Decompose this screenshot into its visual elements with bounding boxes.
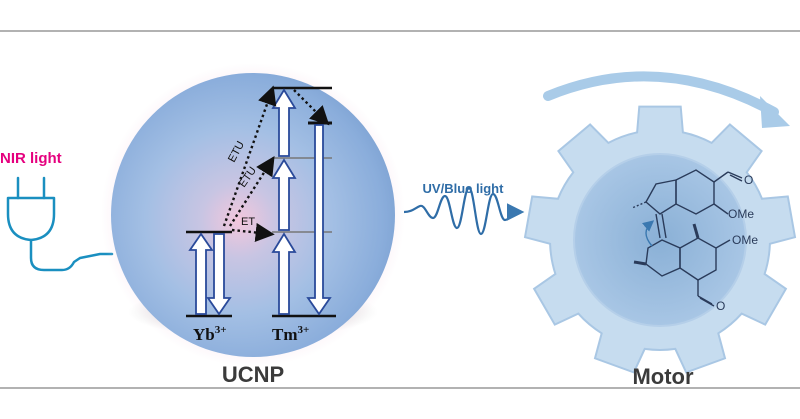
relax-arrow: [293, 89, 330, 126]
ucnp-sphere: [111, 73, 395, 357]
rotation-arrowhead: [760, 96, 790, 128]
yb-arrows: [188, 232, 232, 316]
ucnp-label: UCNP: [222, 362, 284, 387]
nir-light-label: NIR light: [0, 150, 62, 167]
motor-label: Motor: [632, 364, 694, 389]
plug-icon: [6, 176, 114, 272]
et-label: ET: [241, 216, 255, 228]
yb-excitation-arrow: [188, 232, 214, 315]
energy-transfer-arrows: [222, 85, 330, 243]
tm-emission-arrow: [306, 124, 332, 316]
ome-bottom-label: OMe: [732, 233, 758, 247]
etu-arrow-lower: [228, 155, 275, 227]
wave-icon: [403, 186, 525, 236]
etu-arrow-upper: [222, 85, 277, 227]
et-arrow: [231, 222, 275, 243]
tm-label: Tm3+: [272, 324, 309, 344]
tm-up-arrow-1: [271, 232, 297, 315]
uv-blue-light-label: UV/Blue light: [423, 181, 505, 196]
tm-up-arrows: [271, 88, 297, 315]
carbonyl-top-label: O: [744, 173, 753, 187]
yb-relaxation-arrow: [206, 233, 232, 316]
rotation-arrow-icon: [543, 71, 779, 117]
top-cyclopentene-ring: [645, 179, 677, 215]
tm-up-arrow-2: [271, 158, 297, 231]
molecular-motor: [631, 169, 743, 307]
yb-label: Yb3+: [193, 324, 227, 344]
ome-top-label: OMe: [728, 207, 754, 221]
carbonyl-bottom-label: O: [716, 299, 725, 313]
tm-up-arrow-3: [271, 88, 297, 157]
